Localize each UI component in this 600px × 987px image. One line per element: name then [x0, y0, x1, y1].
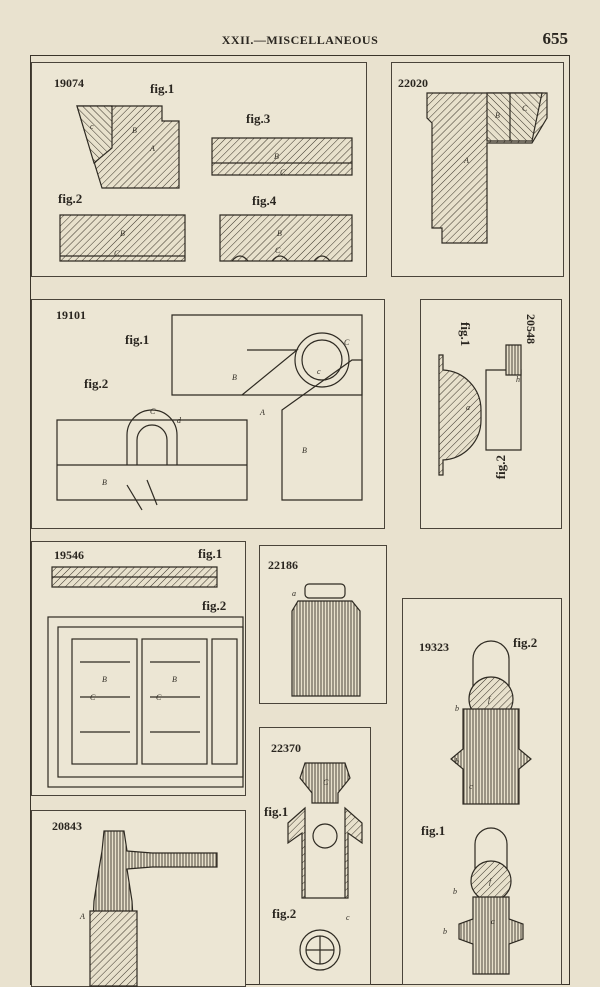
- svg-text:B: B: [102, 478, 107, 487]
- svg-text:C: C: [280, 168, 286, 177]
- svg-text:h: h: [516, 375, 520, 384]
- fig-label: fig.1: [458, 322, 473, 347]
- patent-number: 20548: [524, 314, 538, 344]
- patent-number: 22020: [398, 76, 428, 90]
- svg-text:f: f: [489, 877, 493, 886]
- figure-drawing: A: [79, 830, 218, 987]
- svg-text:C: C: [114, 249, 120, 258]
- svg-text:C: C: [323, 778, 329, 787]
- patent-number: 19323: [419, 640, 449, 654]
- panel-22020: 22020 A B C: [391, 62, 564, 277]
- patent-number: 22370: [271, 741, 301, 755]
- svg-text:c: c: [346, 913, 350, 922]
- patent-number: 19546: [54, 548, 84, 562]
- svg-text:a: a: [292, 589, 296, 598]
- figure-drawing: B B C C: [47, 566, 244, 788]
- svg-text:B: B: [495, 111, 500, 120]
- svg-text:B: B: [132, 126, 137, 135]
- svg-text:c: c: [317, 367, 321, 376]
- panel-19546: 19546 fig.1 fig.2 B B C C: [31, 541, 246, 796]
- svg-text:a: a: [466, 403, 470, 412]
- fig-label: fig.3: [246, 111, 271, 126]
- page-number: 655: [542, 29, 569, 48]
- svg-text:A: A: [259, 408, 265, 417]
- fig-label: fig.1: [264, 804, 289, 819]
- fig-label: fig.2: [513, 635, 538, 650]
- patent-number: 20843: [52, 819, 82, 833]
- figure-drawing: Cc: [287, 762, 363, 971]
- svg-text:b: b: [443, 927, 447, 936]
- page-header-title: XXII.—MISCELLANEOUS: [221, 33, 379, 47]
- fig-label: fig.4: [252, 193, 277, 208]
- fig-label: fig.2: [58, 191, 83, 206]
- svg-text:A: A: [79, 912, 85, 921]
- svg-text:A: A: [149, 144, 155, 153]
- svg-text:b: b: [455, 757, 459, 766]
- svg-text:c: c: [90, 122, 94, 131]
- patent-number: 19101: [56, 308, 86, 322]
- fig-label: fig.2: [272, 906, 297, 921]
- svg-text:C: C: [90, 693, 96, 702]
- svg-text:b: b: [453, 887, 457, 896]
- figure-drawing: b b c f b b a f: [443, 640, 532, 975]
- svg-text:C: C: [156, 693, 162, 702]
- fig-label: fig.1: [198, 546, 223, 561]
- panel-19323: 19323 fig.2 fig.1 b b c f b b a f: [402, 598, 562, 985]
- svg-text:C: C: [344, 338, 350, 347]
- svg-text:f: f: [488, 695, 492, 704]
- figure-drawing: BAc BC BC BC: [59, 105, 353, 262]
- fig-label: fig.2: [84, 376, 109, 391]
- panel-20843: 20843 A: [31, 810, 246, 987]
- svg-text:b: b: [455, 704, 459, 713]
- svg-text:B: B: [274, 152, 279, 161]
- svg-text:B: B: [277, 229, 282, 238]
- svg-text:C: C: [522, 104, 528, 113]
- svg-text:C: C: [150, 407, 156, 416]
- svg-text:C: C: [275, 246, 281, 255]
- svg-text:c: c: [469, 782, 473, 791]
- fig-label: fig.1: [125, 332, 150, 347]
- svg-text:B: B: [120, 229, 125, 238]
- figure-drawing: A B C: [426, 92, 548, 244]
- svg-text:B: B: [232, 373, 237, 382]
- svg-text:a: a: [491, 917, 495, 926]
- svg-text:A: A: [463, 156, 469, 165]
- fig-label: fig.2: [202, 598, 227, 613]
- figure-drawing: BA cC BB dC: [56, 314, 363, 511]
- fig-label: fig.1: [150, 81, 175, 96]
- panel-22186: 22186 a: [259, 545, 387, 704]
- figure-drawing: a: [291, 583, 361, 697]
- svg-text:B: B: [172, 675, 177, 684]
- svg-text:B: B: [302, 446, 307, 455]
- fig-label: fig.1: [421, 823, 446, 838]
- svg-text:d: d: [177, 416, 182, 425]
- figure-drawing: ah: [438, 344, 522, 476]
- svg-text:B: B: [102, 675, 107, 684]
- patent-number: 22186: [268, 558, 298, 572]
- patent-number: 19074: [54, 76, 84, 90]
